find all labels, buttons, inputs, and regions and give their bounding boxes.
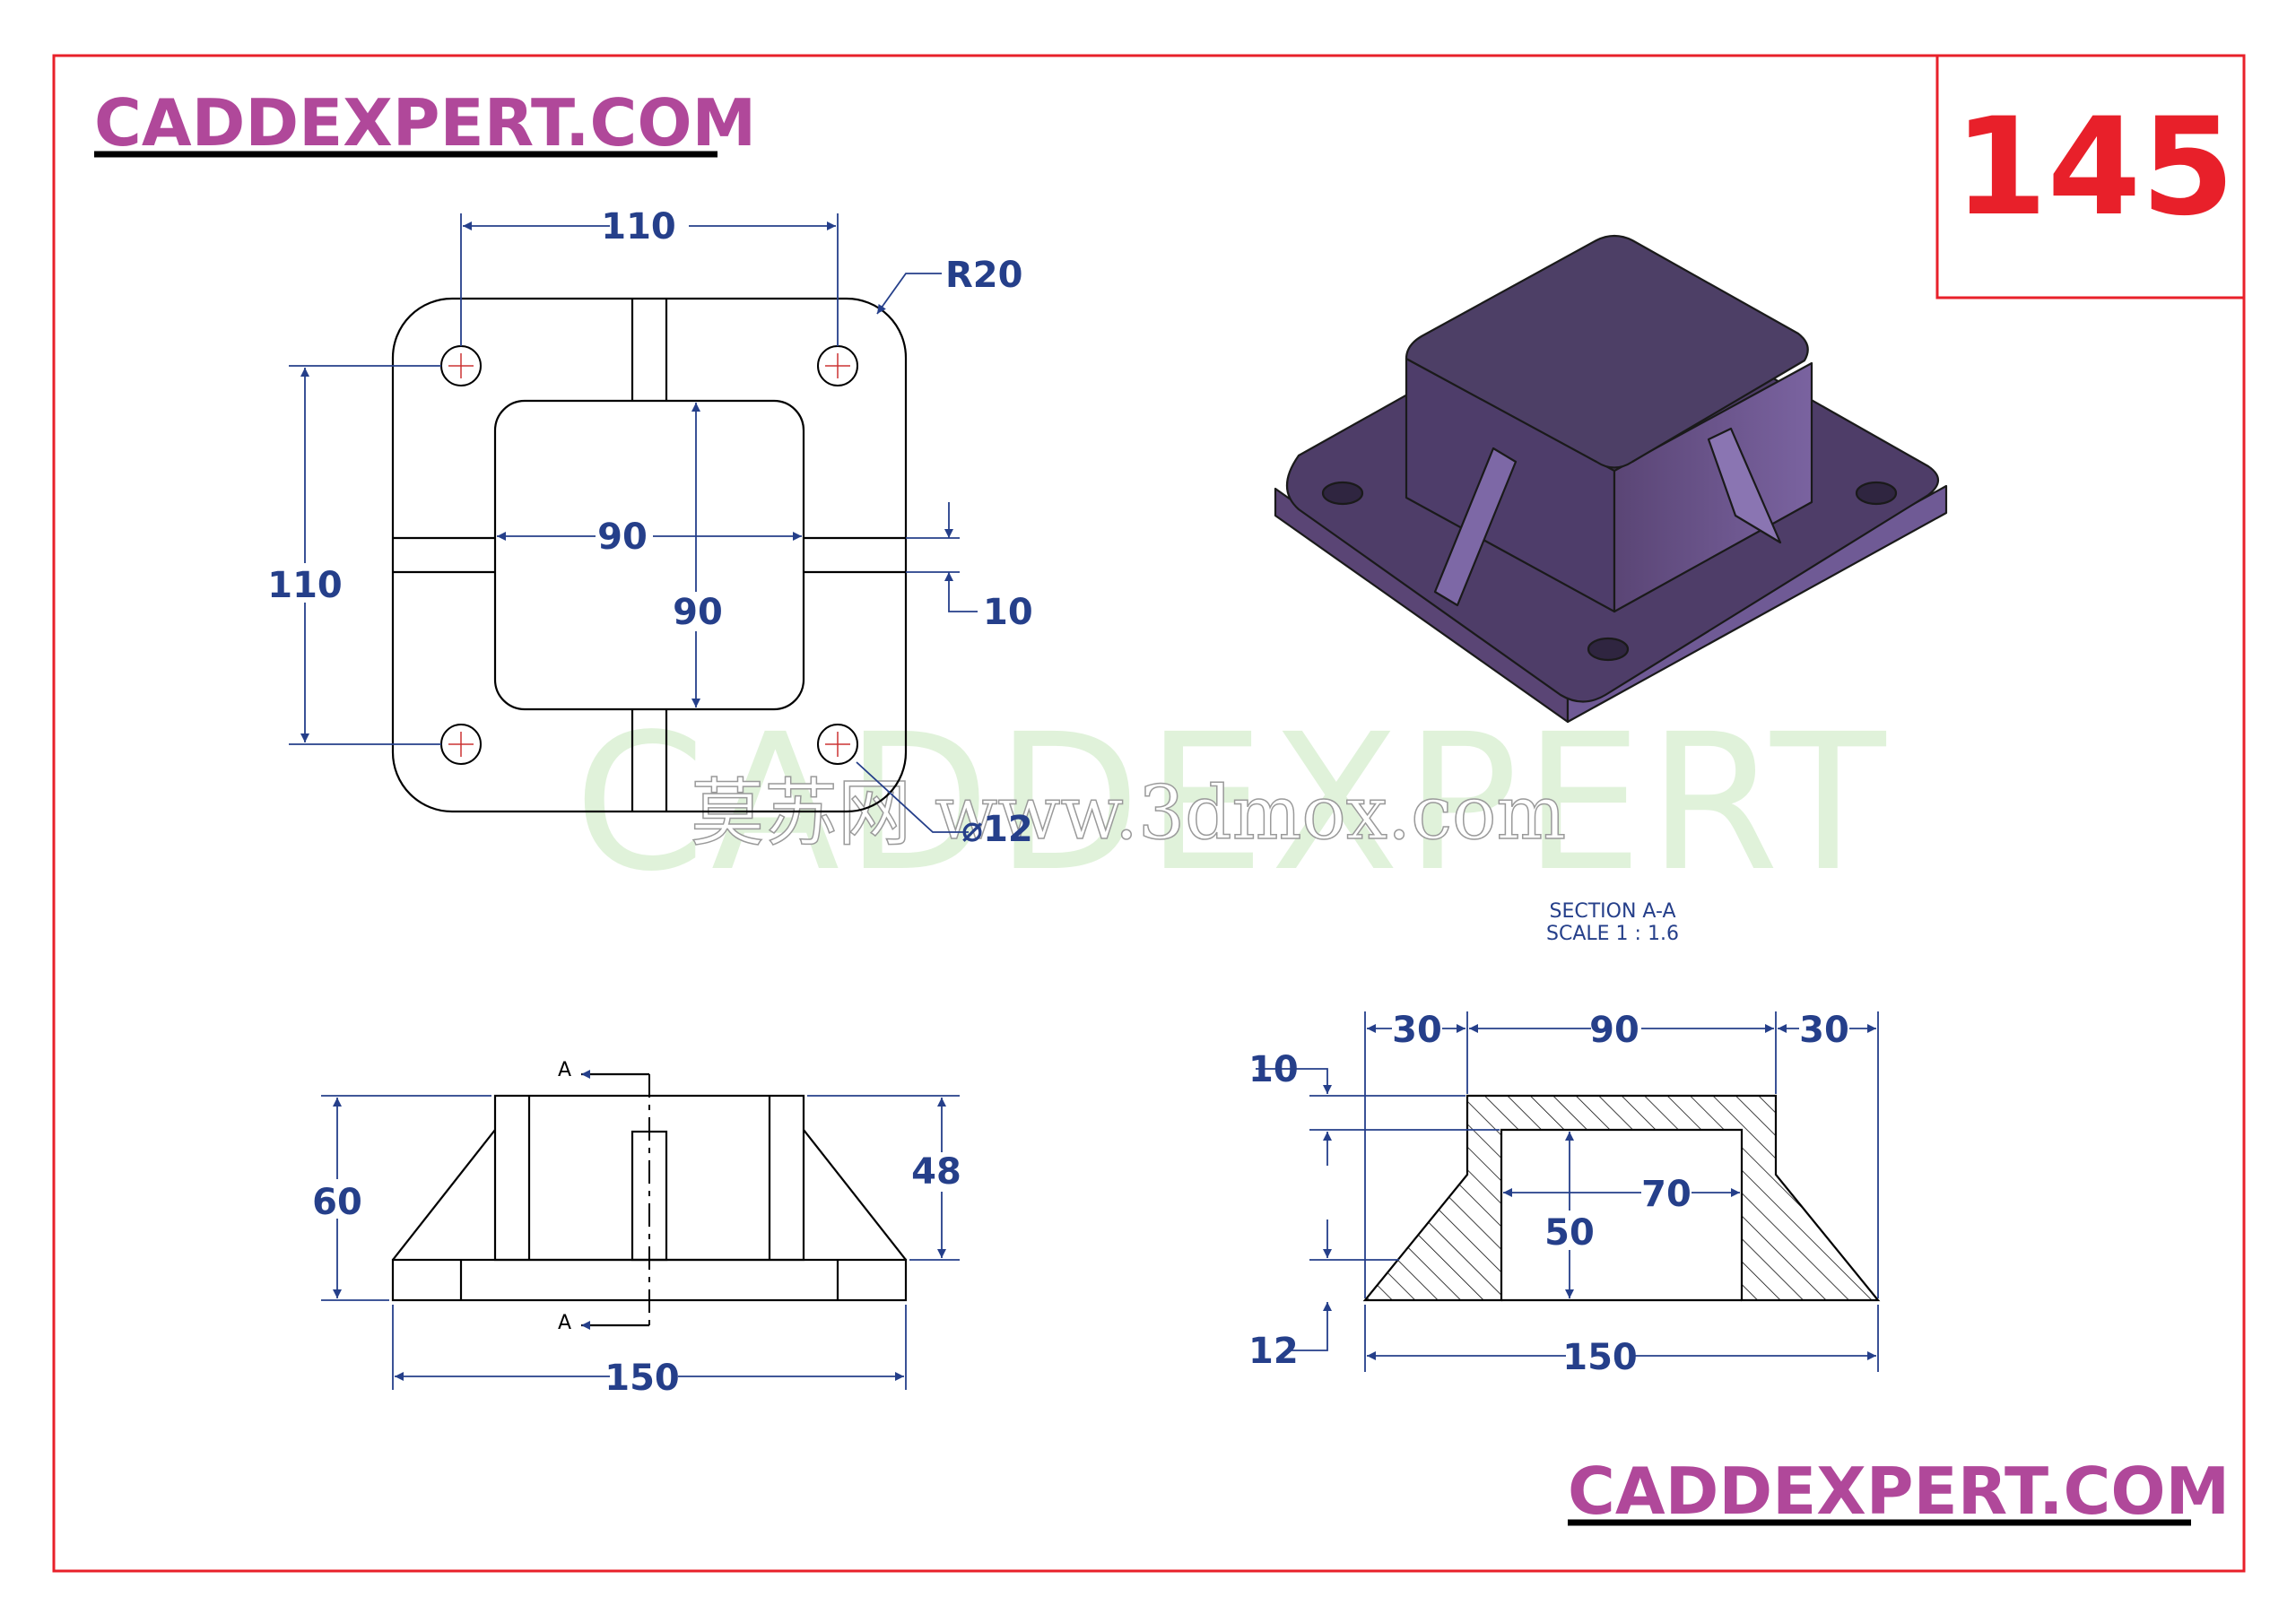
section-scale: SCALE 1 : 1.6 xyxy=(1546,923,1679,945)
front-rib-left xyxy=(392,1129,496,1261)
hole-bottom-right xyxy=(817,724,858,765)
section-view xyxy=(1362,1094,1881,1302)
sheet-border xyxy=(52,54,2246,1573)
iso-hole-left xyxy=(1321,481,1364,506)
brand-top[interactable]: CADDEXPERT.COM xyxy=(94,85,756,161)
section-marker-top: A xyxy=(558,1059,571,1081)
dim-rib-width: 10 xyxy=(983,592,1033,633)
front-rib-right xyxy=(803,1129,907,1261)
front-view xyxy=(391,1074,908,1325)
dim-section-inner-width: 70 xyxy=(1641,1174,1692,1215)
dim-section-right: 30 xyxy=(1799,1010,1849,1051)
dim-corner-radius: R20 xyxy=(945,255,1022,296)
iso-rib-left xyxy=(1433,447,1518,607)
watermark-overlay: 莫苏网 www.3dmox.com xyxy=(691,771,1566,856)
iso-hole-front xyxy=(1587,637,1630,662)
iso-box-right-side xyxy=(1613,361,1813,613)
dim-section-top-thickness: 10 xyxy=(1248,1049,1299,1090)
watermark-large: CADDEXPERT xyxy=(574,693,1891,913)
iso-box-top xyxy=(1405,234,1809,469)
drawing-number: 145 xyxy=(1953,90,2234,246)
section-hatched-body xyxy=(1362,1094,1881,1302)
top-view-ribs xyxy=(393,299,906,812)
dim-front-width: 150 xyxy=(604,1358,680,1399)
section-marker-bottom: A xyxy=(558,1312,571,1334)
dim-inner-width: 90 xyxy=(597,516,648,558)
section-title: SECTION A-A xyxy=(1550,900,1676,923)
top-view-inner-square xyxy=(493,399,805,711)
iso-hole-right xyxy=(1855,481,1898,506)
dim-section-middle: 90 xyxy=(1589,1010,1639,1051)
dim-section-base-thickness: 12 xyxy=(1248,1331,1299,1372)
top-view-outline xyxy=(391,297,908,813)
dim-box-height: 48 xyxy=(911,1151,961,1193)
iso-rib-right xyxy=(1707,427,1782,544)
brand-bottom[interactable]: CADDEXPERT.COM xyxy=(1568,1454,2230,1529)
dim-section-width: 150 xyxy=(1562,1337,1638,1378)
dim-inner-height: 90 xyxy=(673,592,723,633)
top-view: 110 110 90 90 10 R20 ⌀12 xyxy=(267,204,1033,850)
dim-top-height: 110 xyxy=(267,565,343,606)
dim-section-inner-height: 50 xyxy=(1544,1212,1595,1254)
dim-top-width: 110 xyxy=(601,206,676,247)
dim-section-left: 30 xyxy=(1392,1010,1442,1051)
dim-front-height: 60 xyxy=(312,1182,362,1223)
number-box xyxy=(1935,54,2246,299)
isometric-view xyxy=(1274,234,1948,724)
dim-hole-diameter: ⌀12 xyxy=(961,809,1033,850)
